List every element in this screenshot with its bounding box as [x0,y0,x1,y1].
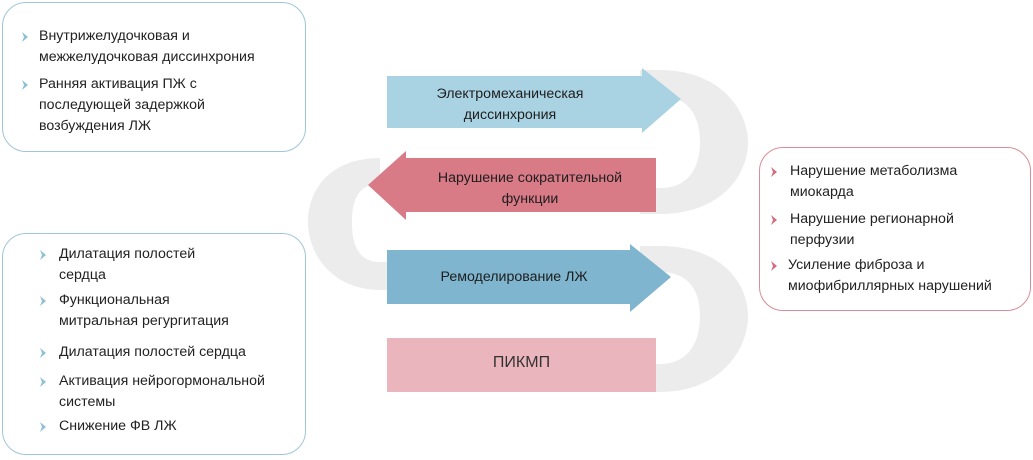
chevron-right-icon [771,215,777,225]
chevron-right-icon [40,377,46,387]
chevron-right-icon [40,250,46,260]
snake-band [308,70,748,392]
chevron-right-icon [40,422,46,432]
bottom-left-box: Дилатация полостей сердца Функциональная… [2,233,306,455]
top-left-box: Внутрижелудочковая и межжелудочковая дис… [2,2,306,152]
list-item: Функциональная митральная регургитация [39,290,229,332]
list-item: Нарушение метаболизма миокарда [770,161,957,203]
list-item: Внутрижелудочковая и межжелудочковая дис… [21,26,255,68]
chevron-right-icon [40,348,46,358]
step-4-label: ПИКМП [492,354,551,371]
step-1-label: Электромеханическая диссинхрония [436,86,584,123]
right-box: Нарушение метаболизма миокарда Нарушение… [759,147,1031,311]
step-2-label: Нарушение сократительной функции [437,170,623,207]
arrow-remodeling [387,244,671,312]
chevron-right-icon [22,32,28,42]
list-item: Усиление фиброза и миофибриллярных наруш… [770,255,992,297]
chevron-right-icon [22,80,28,90]
arrow-contractile [368,151,656,220]
list-item: Нарушение регионарной перфузии [770,209,954,251]
chevron-right-icon [771,167,777,177]
step-3-label: Ремоделирование ЛЖ [440,269,588,285]
list-item: Дилатация полостей сердца [39,342,246,363]
chevron-right-icon [40,296,46,306]
arrow-electromechanical [387,68,681,133]
chevron-right-icon [771,261,777,271]
list-item: Снижение ФВ ЛЖ [39,416,177,437]
box-pikmp [387,338,656,392]
list-item: Дилатация полостей сердца [39,244,195,286]
list-item: Активация нейрогормональной системы [39,371,265,413]
list-item: Ранняя активация ПЖ с последующей задерж… [21,74,205,137]
